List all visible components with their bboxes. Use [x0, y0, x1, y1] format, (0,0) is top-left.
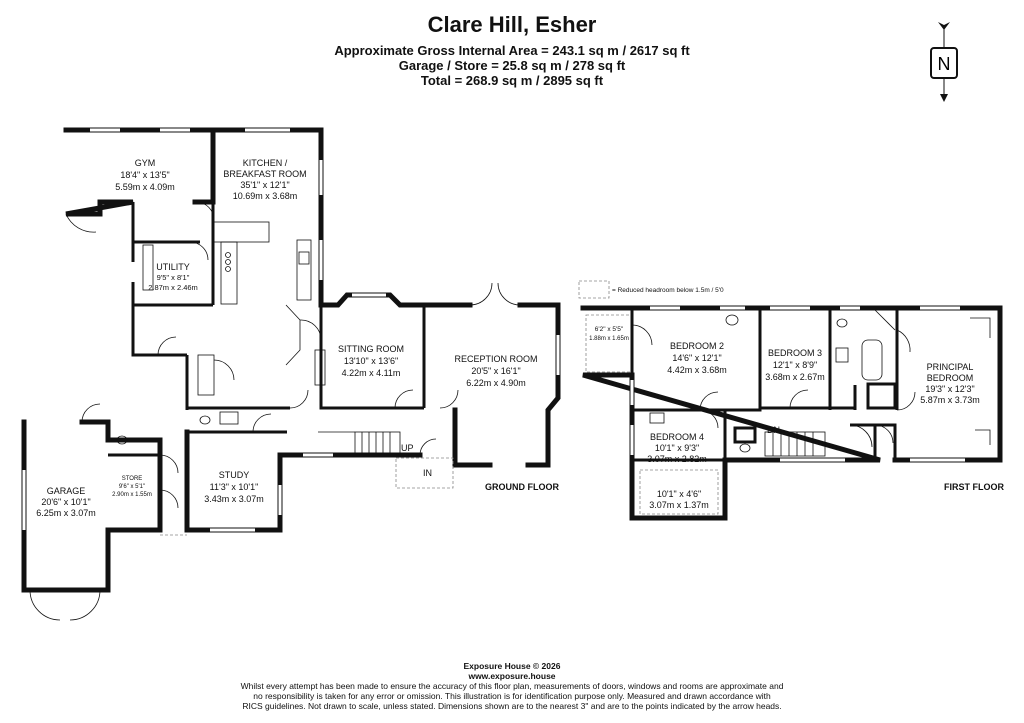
study-name: STUDY: [219, 470, 250, 480]
sitting-room-walls: [319, 305, 424, 410]
footer-website: www.exposure.house: [468, 671, 556, 681]
headroom-legend-swatch: [578, 280, 610, 299]
stairs-down-label: DN: [767, 425, 780, 435]
principal-bedroom-name-2: BEDROOM: [927, 373, 974, 383]
kitchen-metric: 10.69m x 3.68m: [233, 191, 298, 201]
study-imperial: 11'3" x 10'1": [210, 482, 259, 492]
kitchen-counter: [220, 241, 238, 305]
garage-name: GARAGE: [47, 486, 86, 496]
bedroom-4-recess-imperial: 10'1" x 4'6": [657, 489, 701, 499]
headroom-legend: = Reduced headroom below 1.5m / 5'0: [578, 280, 724, 299]
kitchen-walls: [210, 127, 324, 308]
gross-internal-area: Approximate Gross Internal Area = 243.1 …: [334, 43, 690, 58]
kitchen-sink-counter: [296, 239, 312, 301]
first-floor-stairs: [764, 431, 826, 457]
reception-french-doors: [469, 282, 521, 306]
kitchen-imperial: 35'1" x 12'1": [240, 180, 289, 190]
store-imperial: 9'6" x 5'1": [119, 484, 145, 490]
garage-metric: 6.25m x 3.07m: [36, 508, 96, 518]
ground-stairs: [318, 431, 401, 455]
garage-walls: [21, 419, 163, 593]
gym-name: GYM: [135, 158, 156, 168]
reception-room-walls: [421, 302, 561, 468]
plan-title: Clare Hill, Esher: [427, 12, 597, 37]
first-floor-plan: [580, 305, 1003, 521]
first-floor-outer-walls: [580, 305, 1003, 521]
principal-bedroom-metric: 5.87m x 3.73m: [920, 395, 980, 405]
store-name: STORE: [122, 476, 143, 482]
eaves-metric: 1.88m x 1.65m: [589, 336, 629, 342]
utility-imperial: 9'5" x 8'1": [157, 273, 190, 282]
kitchen-name-2: BREAKFAST ROOM: [223, 169, 306, 179]
bedroom-2-imperial: 14'6" x 12'1": [672, 353, 721, 363]
gym-walls: [63, 127, 216, 217]
compass-label: N: [938, 54, 951, 74]
bedroom-4-recess-metric: 3.07m x 1.37m: [649, 500, 709, 510]
gym-door-swing: [65, 213, 97, 233]
eaves-headroom-area: [585, 314, 633, 373]
footer-company: Exposure House © 2026: [463, 661, 561, 671]
bedroom-3-name: BEDROOM 3: [768, 348, 822, 358]
bedroom-4-recess-headroom: [639, 469, 719, 515]
first-floor-label: FIRST FLOOR: [944, 482, 1004, 492]
entrance-hall-wall: [277, 452, 423, 468]
utility-name: UTILITY: [156, 262, 190, 272]
bedroom-3-metric: 3.68m x 2.67m: [765, 372, 825, 382]
study-walls: [184, 429, 283, 533]
kitchen-island: [213, 221, 270, 243]
sitting-room-name: SITTING ROOM: [338, 344, 404, 354]
study-metric: 3.43m x 3.07m: [204, 494, 264, 504]
bedroom-2-walls: [630, 308, 762, 412]
bedroom-3-walls: [760, 308, 855, 410]
garage-doors: [29, 589, 101, 621]
reception-room-name: RECEPTION ROOM: [454, 354, 537, 364]
bedroom-2-name: BEDROOM 2: [670, 341, 724, 351]
kitchen-door-swing: [195, 201, 215, 221]
reception-room-imperial: 20'5" x 16'1": [471, 366, 520, 376]
bedroom-2-metric: 4.42m x 3.68m: [667, 365, 727, 375]
entrance-label: IN: [423, 468, 432, 478]
total-area: Total = 268.9 sq m / 2895 sq ft: [420, 73, 604, 88]
garage-store-area: Garage / Store = 25.8 sq m / 278 sq ft: [398, 58, 626, 73]
sitting-room-metric: 4.22m x 4.11m: [342, 368, 401, 378]
garage-imperial: 20'6" x 10'1": [41, 497, 90, 507]
headroom-legend-text: = Reduced headroom below 1.5m / 5'0: [612, 287, 724, 294]
gym-imperial: 18'4" x 13'5": [120, 170, 169, 180]
bath-tub: [861, 339, 883, 381]
north-compass-icon: N: [930, 22, 958, 102]
bedroom-4-imperial: 10'1" x 9'3": [655, 443, 699, 453]
footer-disclaimer-1: Whilst every attempt has been made to en…: [240, 681, 784, 691]
principal-ensuite-cupboard: [866, 382, 897, 410]
gym-metric: 5.59m x 4.09m: [115, 182, 175, 192]
ground-floor-label: GROUND FLOOR: [485, 482, 559, 492]
entrance-porch: [395, 457, 454, 489]
kitchen-name-1: KITCHEN /: [243, 158, 288, 168]
stairs-up-label: UP: [401, 443, 414, 453]
eaves-imperial: 6'2" x 5'5": [595, 326, 624, 333]
reception-room-metric: 6.22m x 4.90m: [466, 378, 526, 388]
store-metric: 2.90m x 1.55m: [112, 492, 152, 498]
footer-disclaimer-2: no responsibility is taken for any error…: [253, 691, 771, 701]
ground-floor-plan: UP IN: [21, 127, 561, 621]
principal-bedroom-name-1: PRINCIPAL: [927, 362, 974, 372]
hall-divider: [187, 406, 290, 434]
bedroom-4-name: BEDROOM 4: [650, 432, 704, 442]
hall-walls: [131, 305, 189, 410]
footer-disclaimer-3: RICS guidelines. Not drawn to scale, unl…: [242, 701, 782, 711]
utility-metric: 2.87m x 2.46m: [148, 283, 198, 292]
bedroom-3-imperial: 12'1" x 8'9": [773, 360, 817, 370]
bedroom-4-metric: 3.07m x 2.82m: [647, 454, 707, 464]
sitting-room-imperial: 13'10" x 13'6": [344, 356, 398, 366]
principal-bedroom-imperial: 19'3" x 12'3": [925, 384, 974, 394]
